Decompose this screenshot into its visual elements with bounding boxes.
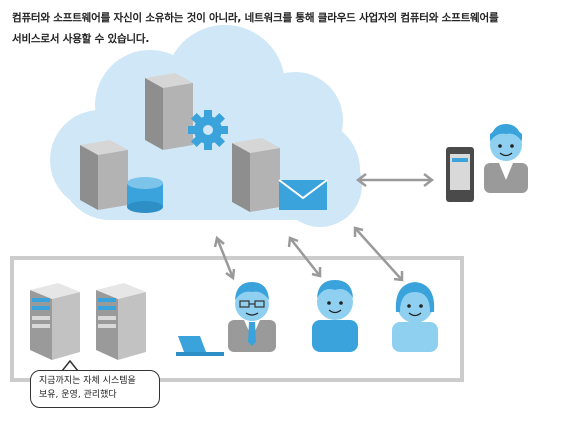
arrow-cloud-person1 [213,235,236,281]
speech-bubble-line-2: 보유, 운영, 관리했다 [39,390,117,400]
database-icon [127,177,163,213]
onprem-server-1 [30,283,80,360]
in-house-frame [10,256,464,382]
cloud-server-middle [145,73,193,150]
caption-line-1: 컴퓨터와 소프트웨어를 자신이 소유하는 것이 아니라, 네트워크를 통해 클라… [12,12,499,24]
smartphone-icon [446,147,474,202]
gear-icon [188,110,228,150]
cloud-server-left [80,140,128,210]
arrow-cloud-person3 [353,226,404,282]
laptop-icon [176,336,224,356]
person-businessman [228,282,276,352]
envelope-icon [278,179,328,210]
caption: 컴퓨터와 소프트웨어를 자신이 소유하는 것이 아니라, 네트워크를 통해 클라… [12,8,557,50]
onprem-server-2 [96,283,146,360]
arrow-cloud-person2 [287,236,322,278]
person-woman [392,282,438,352]
caption-line-2: 서비스로서 사용할 수 있습니다. [12,33,150,45]
speech-bubble-line-1: 지금까지는 자체 시스템을 [39,376,136,386]
cloud-server-right [232,138,280,212]
speech-bubble: 지금까지는 자체 시스템을 보유, 운영, 관리했다 [30,370,160,408]
person-phone-user [484,124,528,193]
person-man [312,280,358,352]
arrow-cloud-phone [355,173,435,187]
